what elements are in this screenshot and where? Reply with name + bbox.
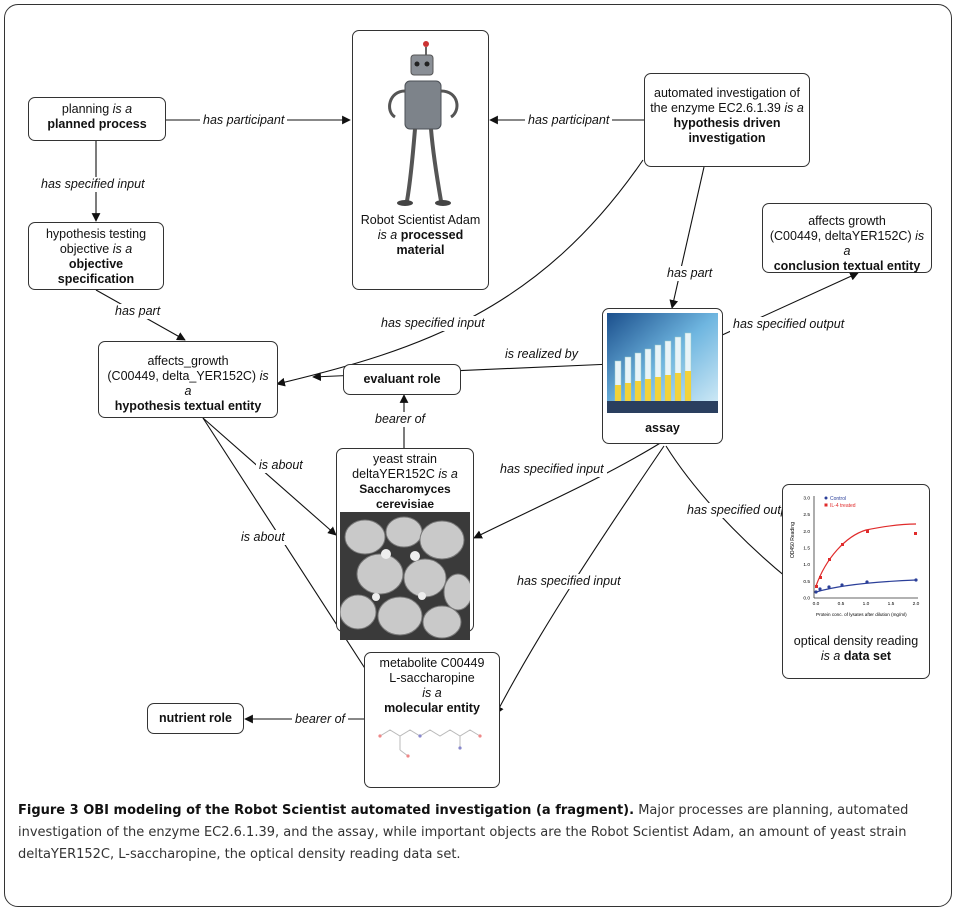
node-text: optical density reading xyxy=(793,634,919,648)
chart-xtick-label: 0.5 xyxy=(838,601,845,607)
edge-label: has participant xyxy=(525,113,613,128)
edge-label: has specified output xyxy=(730,317,848,332)
node-relation: is a xyxy=(112,242,133,256)
edge-label: is about xyxy=(238,530,288,545)
edge-label: bearer of xyxy=(372,412,429,427)
chart-xtick-label: 1.0 xyxy=(863,601,870,607)
node-class: data set xyxy=(843,649,892,663)
edge-label: has specified input xyxy=(497,462,607,477)
edge-assay-yeast xyxy=(473,441,663,539)
edge-hyp-yeast xyxy=(202,417,337,536)
edge-label: has part xyxy=(112,304,164,319)
chart-xtick-label: 2.0 xyxy=(913,601,920,607)
node-assay: assay xyxy=(602,308,723,444)
edge-label: has specified input xyxy=(514,574,624,589)
node-automated-investigation: automated investigation of the enzyme EC… xyxy=(644,73,810,167)
node-text: (C00449, delta_YER152C) xyxy=(107,369,257,383)
node-planning: planning is a planned process xyxy=(28,97,166,141)
edge-label: is realized by xyxy=(502,347,581,362)
node-data-set: 3.0 2.5 2.0 1.5 1.0 0.5 0.0 0.0 0.5 1.0 1.5 2.0 Co… xyxy=(782,484,930,679)
node-relation: is a xyxy=(184,369,269,398)
chart-ytick-label: 2.5 xyxy=(803,512,810,518)
chart-ytick-label: 1.5 xyxy=(803,546,810,552)
edge-label: has specified input xyxy=(378,316,488,331)
node-relation: is a xyxy=(112,102,133,116)
chart-xtick-label: 1.5 xyxy=(888,601,895,607)
edge-label: bearer of xyxy=(292,712,349,727)
node-text: automated investigation of xyxy=(654,86,800,100)
node-class: assay xyxy=(645,421,680,435)
node-class: objective xyxy=(68,257,124,271)
chart-ytick-label: 2.0 xyxy=(803,529,810,535)
chart-ytick-label: 0.0 xyxy=(803,596,810,602)
node-robot-scientist: Robot Scientist Adam is a processed mate… xyxy=(352,30,489,290)
caption-text: Major processes are planning, automated … xyxy=(18,803,909,862)
node-text: objective xyxy=(59,242,110,256)
edge-label: is about xyxy=(256,458,306,473)
chart-ylabel: OD450 Reading xyxy=(790,522,796,558)
node-relation: is a xyxy=(784,101,804,115)
chart-xtick-label: 0.0 xyxy=(813,601,820,607)
node-text: (C00449, deltaYER152C) xyxy=(769,229,912,243)
node-class: specification xyxy=(57,272,135,286)
node-metabolite: metabolite C00449 L-saccharopine is a mo… xyxy=(364,652,500,788)
node-class: nutrient role xyxy=(159,711,232,725)
chart-legend-control: Control xyxy=(830,496,846,502)
node-text: Robot Scientist Adam xyxy=(360,213,481,227)
node-yeast-strain: yeast strain deltaYER152C is a Saccharom… xyxy=(336,448,474,640)
assay-image xyxy=(607,313,718,413)
node-class: material xyxy=(396,243,445,257)
node-nutrient-role: nutrient role xyxy=(147,703,244,734)
figure-caption: Figure 3 OBI modeling of the Robot Scien… xyxy=(18,800,943,866)
node-class: planned process xyxy=(47,117,147,131)
chart-xlabel: Protein conc. of lysates after dilution … xyxy=(816,612,907,617)
node-class: investigation xyxy=(688,131,766,145)
node-conclusion: affects growth (C00449, deltaYER152C) is… xyxy=(762,203,932,273)
node-text: planning xyxy=(61,102,110,116)
node-hypothesis: affects_growth (C00449, delta_YER152C) i… xyxy=(98,341,278,418)
node-class: Saccharomyces cerevisiae xyxy=(359,482,451,511)
node-class: hypothesis textual entity xyxy=(114,399,262,413)
node-relation: is a xyxy=(438,467,458,481)
node-class: processed xyxy=(400,228,464,242)
node-text: L-saccharopine xyxy=(389,671,475,685)
edge-label: has specified output xyxy=(684,503,802,518)
edge-label: has specified input xyxy=(38,177,148,192)
node-relation: is a xyxy=(843,229,925,258)
robot-image xyxy=(387,41,458,206)
node-class: hypothesis driven xyxy=(673,116,781,130)
edge-hyp-metabolite xyxy=(202,417,378,688)
node-relation: is a xyxy=(422,686,442,700)
node-class: evaluant role xyxy=(363,372,441,386)
molecule-structure-image xyxy=(378,729,482,758)
chart-ytick-label: 0.5 xyxy=(803,579,810,585)
caption-title: Figure 3 OBI modeling of the Robot Scien… xyxy=(18,803,635,818)
node-evaluant-role: evaluant role xyxy=(343,364,461,395)
edge-auto-hypothesis xyxy=(276,159,644,387)
node-text: metabolite C00449 xyxy=(379,656,485,670)
node-text: affects_growth xyxy=(147,354,229,368)
node-class: conclusion textual entity xyxy=(773,259,921,273)
node-text: affects growth xyxy=(808,214,886,228)
node-relation: is a xyxy=(377,228,398,242)
optical-density-chart: 3.0 2.5 2.0 1.5 1.0 0.5 0.0 0.0 0.5 1.0 1.5 2.0 Co… xyxy=(786,488,926,628)
edge-label: has participant xyxy=(200,113,288,128)
figure-frame xyxy=(4,4,952,907)
chart-legend-treated: IL-4 treated xyxy=(830,503,856,509)
chart-ytick-label: 1.0 xyxy=(803,562,810,568)
node-text: the enzyme EC2.6.1.39 xyxy=(650,101,781,115)
node-text: hypothesis testing xyxy=(45,227,147,241)
edge-label: has part xyxy=(664,266,716,281)
node-hypothesis-testing-objective: hypothesis testing objective is a object… xyxy=(28,222,164,290)
yeast-image xyxy=(340,512,470,640)
chart-ytick-label: 3.0 xyxy=(803,496,810,502)
node-relation: is a xyxy=(820,649,841,663)
node-class: molecular entity xyxy=(384,701,480,715)
node-text: yeast strain xyxy=(373,452,437,466)
node-text: deltaYER152C xyxy=(352,467,435,481)
edge-auto-assay xyxy=(669,166,705,309)
